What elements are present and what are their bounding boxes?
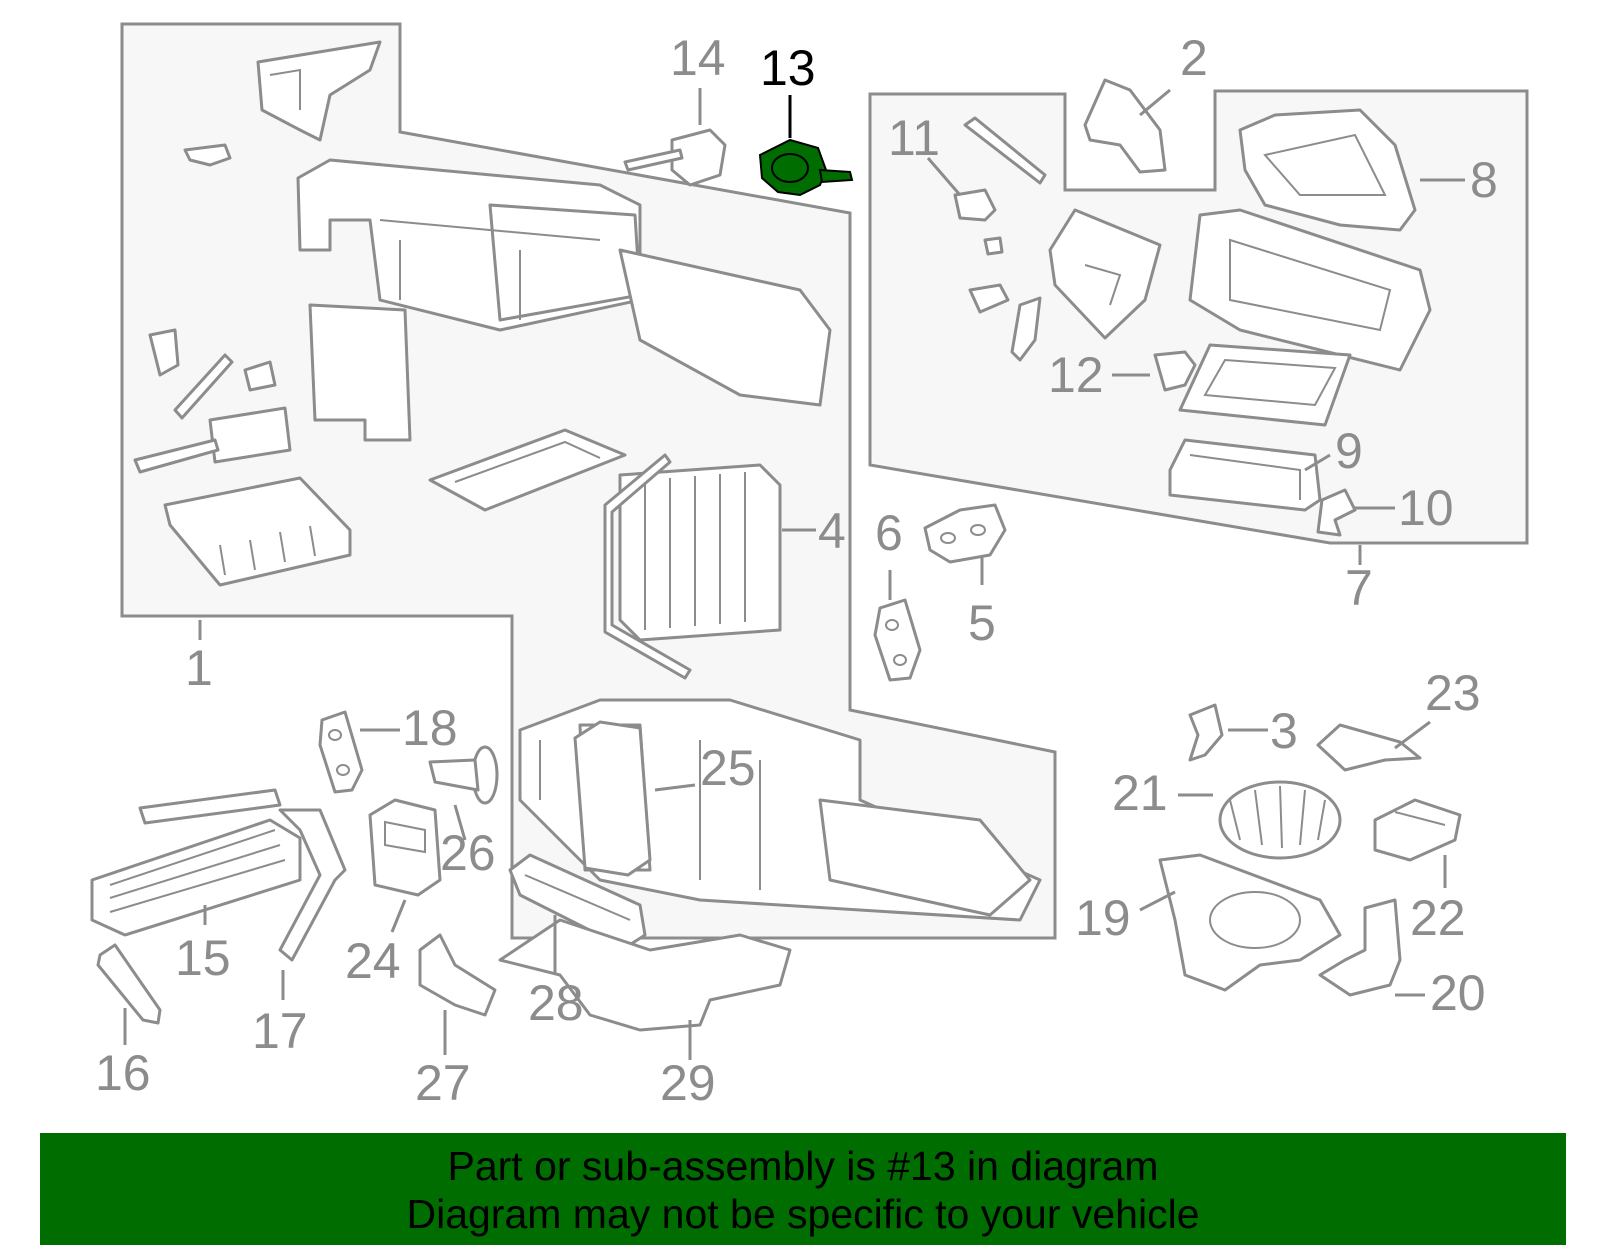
heater-core-part-15 bbox=[90, 788, 302, 937]
bracket-part-2 bbox=[1083, 78, 1167, 174]
hvac-case-upper bbox=[296, 158, 832, 407]
resistor-part-22 bbox=[1373, 798, 1462, 862]
callout-14: 14 bbox=[670, 30, 726, 86]
callout-24: 24 bbox=[345, 933, 401, 989]
air-box-part-7 bbox=[1178, 208, 1432, 427]
callout-12: 12 bbox=[1048, 347, 1104, 403]
banner-line-part-number: Part or sub-assembly is #13 in diagram bbox=[447, 1143, 1159, 1189]
banner-line-disclaimer: Diagram may not be specific to your vehi… bbox=[406, 1191, 1200, 1237]
actuator-part-14 bbox=[623, 128, 727, 187]
callout-2: 2 bbox=[1180, 30, 1208, 86]
callout-5: 5 bbox=[968, 595, 996, 651]
filter-part-9 bbox=[1168, 438, 1322, 512]
grommet-part-18 bbox=[318, 710, 364, 794]
filter-tray bbox=[428, 428, 627, 512]
door-panels-left bbox=[133, 303, 412, 587]
duct-part-28 bbox=[508, 853, 647, 950]
assembly-1-box bbox=[120, 22, 1057, 940]
callout-18: 18 bbox=[402, 700, 458, 756]
callout-29: 29 bbox=[660, 1055, 716, 1111]
callout-11: 11 bbox=[888, 110, 940, 166]
hose-part-20 bbox=[1318, 898, 1402, 997]
callout-3: 3 bbox=[1270, 703, 1298, 759]
actuator-arms bbox=[953, 188, 1042, 362]
info-banner: Part or sub-assembly is #13 in diagram D… bbox=[40, 1133, 1566, 1245]
callout-16: 16 bbox=[95, 1045, 151, 1101]
grommet-part-6 bbox=[873, 598, 922, 682]
callout-10: 10 bbox=[1398, 480, 1454, 536]
frame-part-8 bbox=[1238, 108, 1417, 232]
module-part-24 bbox=[368, 798, 442, 897]
duct-top-left bbox=[256, 40, 382, 142]
callout-4: 4 bbox=[818, 503, 846, 559]
callout-13-highlighted: 13 bbox=[760, 40, 816, 96]
door-part-mid bbox=[1048, 208, 1162, 340]
seal-part-16 bbox=[96, 943, 162, 1025]
callout-7: 7 bbox=[1345, 560, 1373, 616]
grommet-part-5 bbox=[923, 503, 1007, 564]
blower-motor-part-19 bbox=[1158, 853, 1342, 992]
callout-21: 21 bbox=[1112, 765, 1168, 821]
duct-part-29 bbox=[498, 918, 792, 1032]
rod-link bbox=[963, 116, 1047, 185]
callout-15: 15 bbox=[175, 930, 231, 986]
callout-19: 19 bbox=[1075, 890, 1131, 946]
bracket-part-23 bbox=[1316, 723, 1422, 772]
actuator-part-13-highlighted bbox=[758, 138, 854, 197]
callout-20: 20 bbox=[1430, 965, 1486, 1021]
callout-22: 22 bbox=[1410, 890, 1466, 946]
leader-lines bbox=[123, 88, 1465, 1060]
callout-26: 26 bbox=[440, 825, 496, 881]
callout-28: 28 bbox=[528, 975, 584, 1031]
callout-8: 8 bbox=[1470, 152, 1498, 208]
sensor-part-26 bbox=[428, 745, 499, 805]
clip-part-10 bbox=[1316, 488, 1357, 537]
evaporator-core bbox=[603, 453, 782, 680]
blower-wheel-part-21 bbox=[1218, 780, 1342, 860]
callout-17: 17 bbox=[252, 1003, 308, 1059]
callout-9: 9 bbox=[1335, 423, 1363, 479]
callout-25: 25 bbox=[700, 740, 756, 796]
module-part-25 bbox=[573, 720, 652, 877]
small-fittings-left bbox=[148, 143, 277, 420]
callout-labels: 1 2 3 4 5 6 7 8 9 10 11 12 13 14 15 16 1… bbox=[95, 30, 1498, 1111]
callout-23: 23 bbox=[1425, 665, 1481, 721]
callout-1: 1 bbox=[185, 640, 213, 696]
clip-part-3 bbox=[1188, 703, 1224, 762]
fitting-part-12 bbox=[1153, 350, 1197, 392]
callout-6: 6 bbox=[875, 505, 903, 561]
bracket-part-27 bbox=[418, 933, 497, 1017]
seal-part-17 bbox=[278, 808, 347, 962]
callout-27: 27 bbox=[415, 1055, 471, 1111]
